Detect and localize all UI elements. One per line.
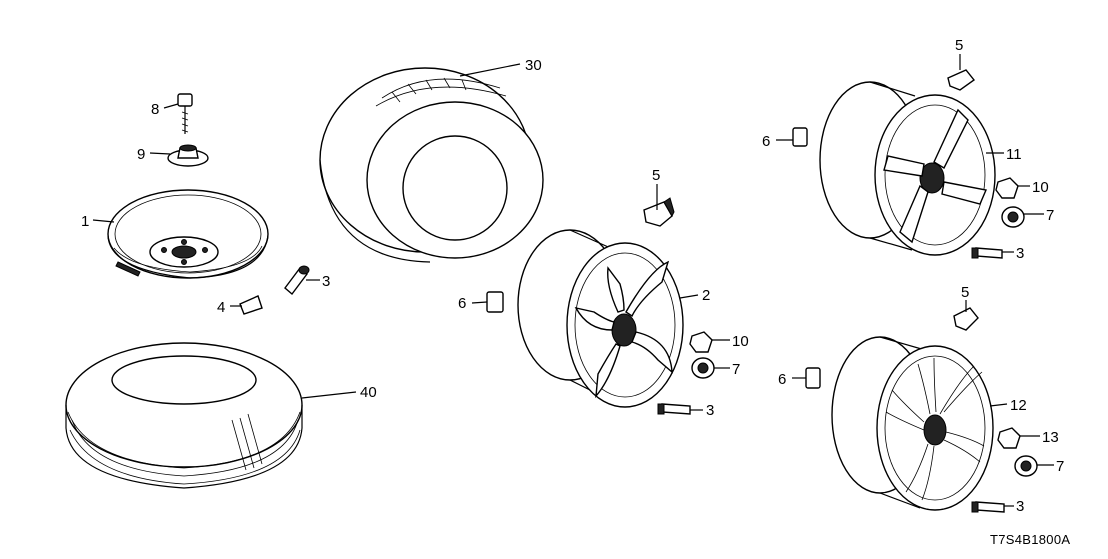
callout-30: 30	[525, 57, 542, 74]
valve-3c	[971, 247, 1003, 259]
spare-tire	[65, 342, 303, 489]
wheel-nut-13	[997, 427, 1021, 449]
diagram-code: T7S4B1800A	[990, 532, 1070, 547]
callout-7-wheel-12: 7	[1056, 458, 1064, 475]
valve-stem-spare	[284, 265, 310, 296]
callout-10-wheel-2: 10	[732, 333, 749, 350]
center-cap-7b	[1001, 206, 1025, 228]
callout-3-wheel-11: 3	[1016, 245, 1024, 262]
callout-6-wheel-12: 6	[778, 371, 786, 388]
callout-3-spare: 3	[322, 273, 330, 290]
tpms-sensor-12	[953, 307, 979, 331]
callout-3-wheel-2: 3	[706, 402, 714, 419]
tpms-sensor-11	[947, 69, 976, 91]
callout-11: 11	[1006, 146, 1022, 163]
spare-wheel	[107, 189, 269, 279]
alloy-wheel-12	[831, 336, 994, 511]
spare-spacer	[167, 144, 209, 167]
callout-7-wheel-2: 7	[732, 361, 740, 378]
callout-12: 12	[1010, 397, 1027, 414]
callout-13: 13	[1042, 429, 1059, 446]
callout-2: 2	[702, 287, 710, 304]
center-cap-weight-6a	[486, 291, 504, 313]
callout-5-wheel-2: 5	[652, 167, 660, 184]
callout-5-wheel-11: 5	[955, 37, 963, 54]
center-cap-weight-6b	[792, 127, 808, 147]
alloy-wheel-11	[819, 81, 996, 256]
callout-7-wheel-11: 7	[1046, 207, 1054, 224]
tpms-sensor-2	[643, 197, 675, 227]
callout-5-wheel-12: 5	[961, 284, 969, 301]
leader-lines	[92, 54, 1054, 507]
callout-4: 4	[217, 299, 225, 316]
wing-bolt	[177, 93, 193, 134]
center-cap-weight-6c	[805, 367, 821, 389]
center-cap-7c	[1014, 455, 1038, 477]
callout-9: 9	[137, 146, 145, 163]
wheel-nut-10a	[689, 331, 713, 353]
callout-6-wheel-2: 6	[458, 295, 466, 312]
valve-3b	[657, 403, 691, 415]
callout-1: 1	[81, 213, 89, 230]
main-tire	[319, 67, 544, 263]
callout-10-wheel-11: 10	[1032, 179, 1049, 196]
callout-6-wheel-11: 6	[762, 133, 770, 150]
callout-40: 40	[360, 384, 377, 401]
wheel-nut-10b	[995, 177, 1019, 199]
callout-8: 8	[151, 101, 159, 118]
balance-weight	[239, 295, 263, 315]
center-cap-7a	[691, 357, 715, 379]
valve-3d	[971, 501, 1005, 513]
alloy-wheel-2	[517, 229, 684, 408]
callout-3-wheel-12: 3	[1016, 498, 1024, 515]
